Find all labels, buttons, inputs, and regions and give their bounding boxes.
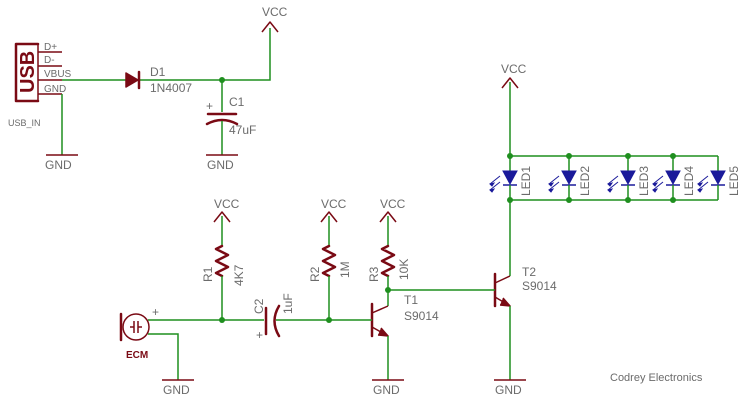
led-5: LED5 (697, 156, 741, 200)
led-array: LED1 LED2 LED3 LED4 LED5 (489, 153, 741, 203)
vcc-symbol-r1: VCC (213, 197, 240, 223)
junction-led-top-1 (507, 153, 513, 159)
c2-value: 1uF (281, 293, 295, 314)
led-label-2: LED2 (578, 166, 592, 196)
resistor-r2: R2 1M (308, 244, 352, 282)
ecm-plus: + (152, 305, 159, 319)
vcc-label-r3: VCC (380, 197, 406, 211)
junction-r1-ecm (219, 317, 225, 323)
junction-led-bottom-2 (566, 197, 572, 203)
diode-d1: D1 1N4007 (125, 65, 192, 95)
led-label-4: LED4 (682, 166, 696, 196)
transistor-t2: T2 S9014 (493, 265, 557, 308)
t1-value: S9014 (404, 309, 439, 323)
led-label-1: LED1 (519, 166, 533, 196)
gnd-label-t1: GND (373, 383, 400, 397)
junction-led-top-3 (625, 153, 631, 159)
junction-led-bottom-4 (670, 197, 676, 203)
r1-value: 4K7 (232, 264, 246, 286)
gnd-symbol-ecm: GND (162, 379, 194, 397)
gnd-symbol-t2: GND (494, 379, 526, 397)
r2-ref: R2 (308, 266, 322, 282)
resistor-r1: R1 4K7 (201, 244, 246, 286)
r2-value: 1M (338, 261, 352, 278)
vcc-label-r1: VCC (214, 197, 240, 211)
led-label-3: LED3 (637, 166, 651, 196)
led-2: LED2 (548, 156, 592, 200)
capacitor-c2: + C2 1uF (252, 293, 295, 342)
r1-ref: R1 (201, 266, 215, 282)
junction-led-top-4 (670, 153, 676, 159)
c1-ref: C1 (229, 95, 245, 109)
capacitor-c1: + C1 47uF (205, 95, 256, 137)
t2-value: S9014 (522, 279, 557, 293)
usb-pin-gnd: GND (44, 84, 66, 95)
d1-ref: D1 (150, 65, 166, 79)
junction-r2-t1 (326, 317, 332, 323)
led-3: LED3 (607, 156, 651, 200)
vcc-label-led: VCC (501, 62, 527, 76)
t2-ref: T2 (522, 265, 536, 279)
ecm-ref: ECM (126, 350, 148, 361)
usb-part-label: USB_IN (8, 118, 41, 128)
microphone-ecm: ECM + (119, 305, 159, 361)
c2-plus: + (256, 328, 263, 342)
d1-value: 1N4007 (150, 81, 192, 95)
r3-value: 10K (397, 259, 411, 280)
vcc-label-top: VCC (262, 5, 288, 19)
credit-text: Codrey Electronics (610, 372, 703, 384)
gnd-label-ecm: GND (163, 383, 190, 397)
gnd-label-c1: GND (207, 158, 234, 172)
vcc-symbol-top: VCC (261, 5, 288, 33)
usb-pin-dplus: D+ (44, 42, 57, 53)
vcc-symbol-r3: VCC (379, 197, 406, 223)
junction-d1-c1 (219, 77, 225, 83)
led-4: LED4 (652, 156, 696, 200)
vcc-symbol-led: VCC (501, 62, 527, 89)
led-1: LED1 (489, 156, 533, 200)
junction-led-bottom-3 (625, 197, 631, 203)
r3-ref: R3 (367, 266, 381, 282)
led-label-5: LED5 (727, 166, 741, 196)
c2-ref: C2 (252, 298, 266, 314)
c1-plus: + (206, 99, 213, 113)
usb-connector: USB D+ D- VBUS GND USB_IN (8, 42, 72, 128)
junction-r3-t2 (385, 287, 391, 293)
gnd-label-t2: GND (495, 383, 522, 397)
gnd-label-usb: GND (45, 158, 72, 172)
gnd-symbol-usb: GND (45, 154, 78, 172)
c1-value: 47uF (229, 123, 256, 137)
vcc-symbol-r2: VCC (320, 197, 347, 223)
gnd-symbol-t1: GND (372, 379, 404, 397)
gnd-symbol-c1: GND (206, 154, 238, 172)
junction-led-bottom-1 (507, 197, 513, 203)
usb-label: USB (17, 51, 39, 93)
vcc-label-r2: VCC (321, 197, 347, 211)
t1-ref: T1 (404, 293, 418, 307)
usb-pin-dminus: D- (44, 55, 55, 66)
transistor-t1: T1 S9014 (370, 293, 439, 338)
resistor-r3: R3 10K (367, 244, 411, 282)
junction-led-top-2 (566, 153, 572, 159)
usb-pin-vbus: VBUS (44, 69, 72, 80)
